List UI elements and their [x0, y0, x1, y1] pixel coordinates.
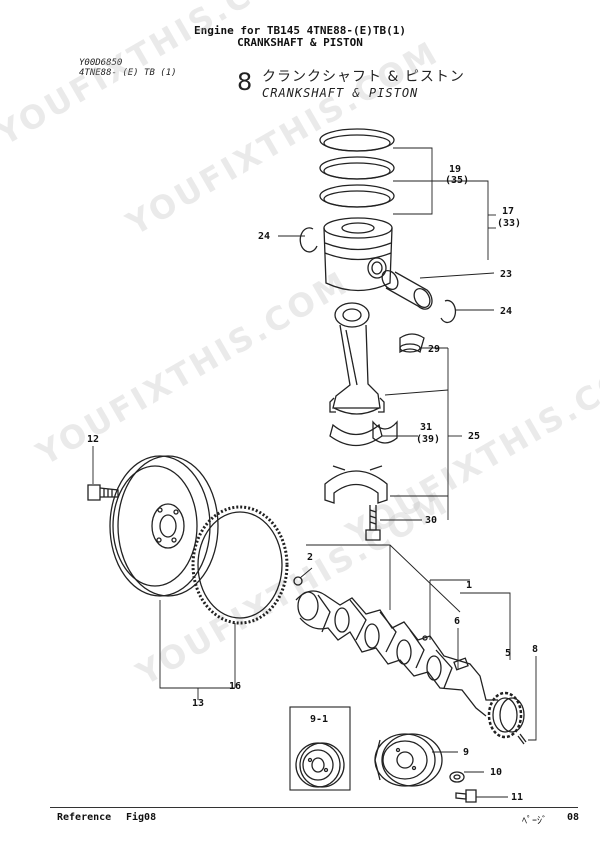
- callout-35: (35): [445, 175, 469, 186]
- section-title-jp: クランクシャフト & ピストン: [262, 69, 465, 85]
- snap-ring-left: [299, 227, 318, 253]
- pulley-detail-box: [289, 706, 351, 791]
- snap-ring-right: [440, 299, 457, 324]
- crank-pulley: [109, 455, 219, 597]
- footer-page-number: 08: [567, 812, 580, 823]
- callout-10: 10: [490, 767, 502, 778]
- footer-page-label: ﾍﾟｰｼﾞ: [522, 816, 547, 827]
- section-title-en: CRANKSHAFT & PISTON: [262, 86, 419, 100]
- ring-gear: [191, 505, 289, 625]
- callout-8: 8: [532, 644, 538, 655]
- callout-9-1: 9-1: [310, 714, 328, 725]
- callout-17: 17: [502, 206, 514, 217]
- crank-pulley-9: [374, 733, 443, 787]
- callout-24-left: 24: [258, 231, 270, 242]
- callout-39: (39): [416, 434, 440, 445]
- crank-gear: [487, 691, 525, 739]
- callout-33: (33): [497, 218, 521, 229]
- callout-5: 5: [505, 648, 511, 659]
- section-number: 8: [237, 68, 253, 96]
- connecting-rod: [329, 302, 385, 415]
- pulley-detail: [295, 742, 345, 788]
- callout-6: 6: [454, 616, 460, 627]
- connecting-rod-cap: [324, 465, 388, 504]
- callout-25: 25: [468, 431, 480, 442]
- piston-pin: [381, 270, 433, 310]
- callout-30: 30: [425, 515, 437, 526]
- callout-11: 11: [511, 792, 523, 803]
- crankshaft: [293, 576, 498, 717]
- callout-1: 1: [466, 580, 472, 591]
- callout-16: 16: [229, 681, 241, 692]
- cap-bolt: [365, 505, 381, 541]
- callout-24-right: 24: [500, 306, 512, 317]
- pulley-bolt: [455, 789, 477, 803]
- footer-divider: [50, 807, 578, 808]
- flywheel-bolt: [87, 484, 119, 501]
- callout-29: 29: [428, 344, 440, 355]
- callout-12: 12: [87, 434, 99, 445]
- callout-2: 2: [307, 552, 313, 563]
- bearing-shells: [329, 420, 398, 447]
- washer: [449, 771, 465, 783]
- callout-13: 13: [192, 698, 204, 709]
- callout-31: 31: [420, 422, 432, 433]
- small-end-bushing: [399, 333, 425, 354]
- callout-19: 19: [449, 164, 461, 175]
- doc-code: Y00D6850: [79, 58, 123, 68]
- doc-model: 4TNE88- (E) TB (1): [79, 68, 177, 78]
- callout-9: 9: [463, 747, 469, 758]
- key: [517, 733, 527, 745]
- header-subtitle: CRANKSHAFT & PISTON: [237, 36, 363, 49]
- callout-23: 23: [500, 269, 512, 280]
- piston: [323, 217, 393, 292]
- piston-rings: [319, 128, 395, 208]
- header-title: Engine for TB145 4TNE88-(E)TB(1): [194, 24, 406, 37]
- footer-fig: Fig08: [126, 812, 157, 823]
- footer-reference: Reference: [57, 812, 112, 823]
